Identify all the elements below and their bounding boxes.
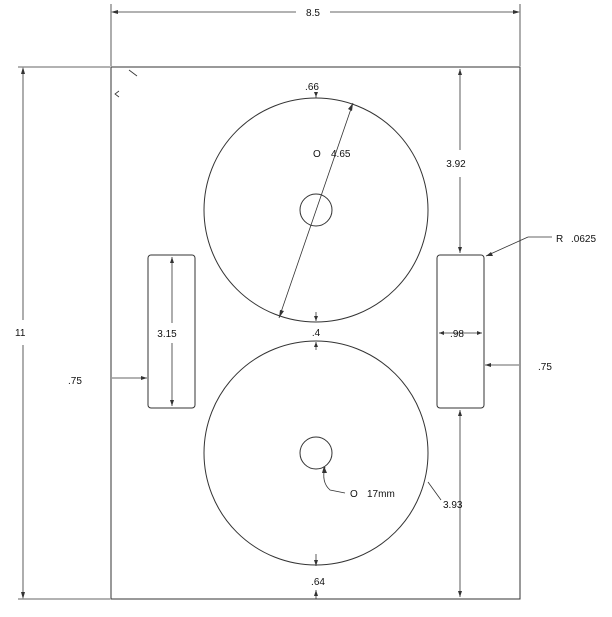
right-spine-label: .98: [436, 254, 485, 409]
bottom-disc: O 17mm: [203, 340, 429, 566]
lower-offset-dimension: 3.93: [427, 410, 463, 597]
bottom-margin-dimension: .64: [311, 554, 325, 599]
sheet-width-label: 8.5: [306, 8, 320, 19]
upper-offset-dimension: 3.92: [446, 69, 466, 253]
top-disc-hole: [299, 193, 333, 227]
disc-gap-label: .4: [312, 328, 321, 339]
upper-offset-label: 3.92: [446, 159, 466, 170]
lower-offset-label: 3.93: [443, 500, 463, 511]
bottom-disc-outline: [203, 340, 429, 566]
sheet-outline: [110, 66, 521, 600]
disc-diameter-label: 4.65: [331, 149, 351, 160]
top-disc: O 4.65: [203, 97, 429, 323]
bottom-margin-label: .64: [311, 577, 325, 588]
corner-radius-label: .0625: [571, 234, 596, 245]
right-spine-outline: [436, 254, 485, 409]
left-spine-outline: [147, 254, 196, 409]
hole-diameter-label: 17mm: [367, 489, 395, 500]
hole-diameter-symbol: O: [350, 489, 358, 500]
left-margin-dimension: .75: [68, 376, 147, 387]
corner-mark-arrow: [114, 90, 120, 98]
corner-mark-tick: [128, 69, 138, 77]
spine-width-label: .98: [450, 329, 464, 340]
corner-radius-callout: R .0625: [485, 234, 596, 257]
width-dimension: 8.5: [110, 4, 521, 66]
top-margin-label: .66: [305, 82, 319, 93]
height-dimension: 11: [15, 66, 110, 600]
right-margin-dimension: .75: [485, 362, 552, 373]
diameter-symbol: O: [313, 149, 321, 160]
spine-height-label: 3.15: [157, 329, 177, 340]
left-spine-label: 3.15: [147, 254, 196, 409]
top-margin-dimension: .66: [305, 82, 319, 98]
radius-prefix-label: R: [556, 234, 563, 245]
bottom-disc-hole: [299, 436, 333, 470]
left-margin-label: .75: [68, 376, 82, 387]
disc-gap-dimension: .4: [312, 312, 321, 350]
right-margin-label: .75: [538, 362, 552, 373]
sheet-height-label: 11: [15, 328, 26, 339]
